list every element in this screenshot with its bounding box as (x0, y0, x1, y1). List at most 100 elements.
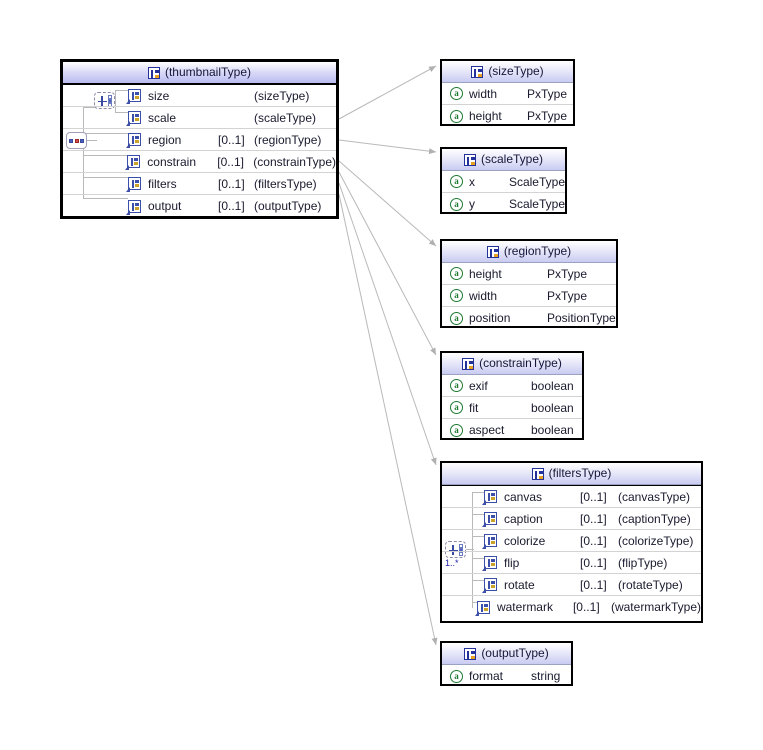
table-row[interactable]: scale (scaleType) (63, 107, 336, 129)
table-row[interactable]: colorize [0..1] (colorizeType) (442, 530, 701, 552)
box-title: (sizeType) (488, 64, 544, 78)
row-name: width (469, 86, 498, 101)
box-header-regiontype: (regionType) (442, 241, 616, 263)
attribute-icon: a (450, 267, 463, 280)
row-name: colorize (504, 533, 546, 548)
table-row[interactable]: a format string (442, 665, 571, 687)
complex-type-icon (531, 467, 544, 480)
schema-box-sizetype[interactable]: (sizeType) a width PxType a height PxTyp… (440, 59, 575, 126)
table-row[interactable]: output [0..1] (outputType) (63, 195, 336, 217)
table-row[interactable]: a position PositionType (442, 307, 616, 329)
row-type: (canvasType) (618, 489, 691, 504)
attribute-icon: a (449, 175, 463, 188)
schema-box-scaletype[interactable]: (scaleType) a x ScaleType a y ScaleType (440, 147, 567, 214)
table-row[interactable]: constrain [0..1] (constrainType) (63, 151, 336, 173)
box-rows-outputtype: a format string (442, 665, 571, 687)
row-type: PxType (547, 288, 588, 303)
row-type: PxType (527, 86, 568, 101)
element-icon (482, 534, 497, 549)
row-cardinality: [0..1] (218, 132, 245, 147)
table-row[interactable]: a y ScaleType (442, 193, 565, 215)
table-row[interactable]: a exif boolean (442, 375, 582, 397)
table-row[interactable]: flip [0..1] (flipType) (442, 552, 701, 574)
row-name: x (468, 174, 475, 189)
tree-subtrunk (115, 90, 116, 112)
row-name: rotate (504, 577, 535, 592)
all-group-connector-icon[interactable] (445, 541, 466, 558)
tree-group-stub (466, 549, 474, 550)
row-name: filters (148, 176, 177, 191)
element-icon (126, 111, 141, 126)
table-row[interactable]: watermark [0..1] (watermarkType) (442, 596, 701, 618)
table-row[interactable]: a height PxType (442, 105, 573, 127)
row-type: PxType (547, 266, 588, 281)
row-name: caption (504, 511, 543, 526)
box-title: (thumbnailType) (164, 65, 252, 79)
row-name: height (469, 109, 502, 123)
all-group-connector-icon[interactable] (94, 92, 115, 109)
box-header-filterstype: (filtersType) (442, 463, 701, 485)
box-header-scaletype: (scaleType) (442, 149, 565, 171)
box-title: (constrainType) (479, 356, 562, 370)
tree-branch-to-allgroup (83, 107, 96, 108)
complex-type-icon (471, 65, 484, 78)
element-icon (474, 600, 490, 616)
row-cardinality: [0..1] (580, 577, 607, 592)
row-type: (rotateType) (618, 577, 683, 592)
schema-box-thumbnailtype[interactable]: (thumbnailType) (60, 59, 339, 219)
row-type: (filtersType) (254, 176, 317, 191)
table-row[interactable]: canvas [0..1] (canvasType) (442, 486, 701, 508)
box-rows-regiontype: a height PxType a width PxType a positio… (442, 263, 616, 329)
schema-box-filterstype[interactable]: (filtersType) 1..* canvas [0..1] (can (440, 461, 703, 623)
complex-type-icon (462, 357, 475, 370)
table-row[interactable]: size (sizeType) (63, 85, 336, 107)
schema-box-outputtype[interactable]: (outputType) a format string (440, 641, 573, 686)
box-title: (regionType) (503, 244, 572, 258)
row-type: PositionType (547, 311, 616, 325)
table-row[interactable]: a height PxType (442, 263, 616, 285)
connector-size (338, 65, 437, 120)
element-icon (126, 177, 141, 192)
row-type: string (531, 669, 561, 683)
complex-type-icon (147, 66, 160, 79)
row-type: boolean (531, 378, 574, 393)
row-name: output (148, 199, 182, 213)
complex-type-icon (463, 153, 476, 166)
row-cardinality: [0..1] (580, 511, 607, 526)
table-row[interactable]: a width PxType (442, 285, 616, 307)
tree-branch-caption (472, 514, 484, 515)
row-cardinality: [0..1] (580, 533, 607, 548)
row-name: aspect (469, 423, 505, 437)
element-icon (482, 512, 497, 527)
box-rows-sizetype: a width PxType a height PxType (442, 83, 573, 127)
table-row[interactable]: filters [0..1] (filtersType) (63, 173, 336, 195)
tree-branch-colorize (472, 536, 484, 537)
table-row[interactable]: caption [0..1] (captionType) (442, 508, 701, 530)
attribute-icon: a (450, 289, 463, 302)
box-rows-scaletype: a x ScaleType a y ScaleType (442, 171, 565, 215)
row-type: (constrainType) (253, 154, 336, 169)
row-name: canvas (504, 489, 543, 504)
row-name: position (469, 311, 511, 325)
table-row[interactable]: a width PxType (442, 83, 573, 105)
table-row[interactable]: a aspect boolean (442, 419, 582, 441)
tree-trunk (83, 107, 84, 198)
table-row[interactable]: rotate [0..1] (rotateType) (442, 574, 701, 596)
tree-branch-filters (83, 177, 128, 178)
row-cardinality: [0..1] (218, 199, 245, 213)
row-cardinality: [0..1] (580, 489, 607, 504)
schema-box-regiontype[interactable]: (regionType) a height PxType a width PxT… (440, 239, 618, 328)
row-name: flip (504, 555, 520, 570)
row-name: format (469, 669, 504, 683)
element-icon (482, 490, 497, 505)
tree-branch-canvas (472, 492, 484, 493)
row-name: fit (469, 400, 479, 415)
row-type: PxType (527, 109, 568, 123)
table-row[interactable]: a x ScaleType (442, 171, 565, 193)
row-type: (flipType) (618, 555, 668, 570)
attribute-icon: a (450, 379, 463, 392)
sequence-connector-icon[interactable] (66, 132, 87, 149)
table-row[interactable]: region [0..1] (regionType) (63, 129, 336, 151)
table-row[interactable]: a fit boolean (442, 397, 582, 419)
schema-box-constraintype[interactable]: (constrainType) a exif boolean a fit boo… (440, 351, 584, 440)
